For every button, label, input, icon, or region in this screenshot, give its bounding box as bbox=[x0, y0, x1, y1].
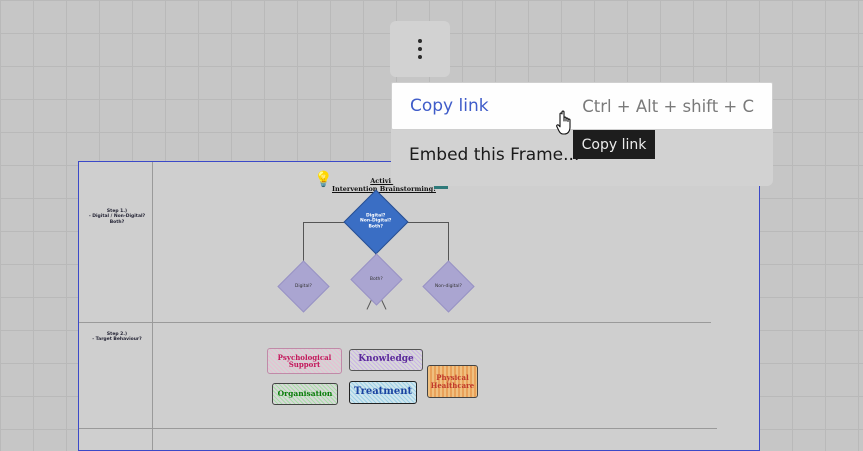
tag-physical-healthcare[interactable]: Physical Healthcare bbox=[427, 365, 478, 398]
decision-diamond-digital[interactable]: Digital? bbox=[277, 260, 330, 313]
decision-diamond-nondigital[interactable]: Non-digital? bbox=[422, 260, 475, 313]
decision-diamond-main-text: Digital? Non-Digital? Both? bbox=[360, 213, 392, 230]
menu-item-embed-frame[interactable]: Embed this Frame... bbox=[391, 134, 773, 176]
decision-diamond-both[interactable]: Both? bbox=[350, 253, 403, 306]
menu-item-label: Copy link bbox=[410, 96, 489, 116]
frame-row-divider bbox=[79, 322, 711, 323]
teal-sticker bbox=[434, 184, 448, 189]
frame-row-divider-2 bbox=[79, 428, 717, 429]
connector-line bbox=[303, 222, 355, 223]
hand-cursor-icon bbox=[556, 110, 571, 135]
menu-item-shortcut: Ctrl + Alt + shift + C bbox=[582, 96, 754, 116]
more-vertical-icon bbox=[418, 39, 422, 59]
tag-psychological-support[interactable]: Psychological Support bbox=[267, 348, 342, 374]
frame-column-divider bbox=[152, 162, 153, 450]
lightbulb-icon: 💡 bbox=[314, 170, 333, 188]
decision-diamond-digital-text: Digital? bbox=[295, 283, 312, 289]
menu-item-label: Embed this Frame... bbox=[409, 145, 580, 165]
tag-organisation[interactable]: Organisation bbox=[272, 383, 338, 405]
activity-title: Activity Intervention Brainstorming! bbox=[332, 177, 436, 194]
more-options-button[interactable] bbox=[390, 21, 450, 77]
board-frame[interactable]: Step 1.) - Digital / Non-Digital? Both? … bbox=[78, 161, 760, 451]
tag-treatment[interactable]: Treatment bbox=[349, 381, 417, 404]
decision-diamond-nondigital-text: Non-digital? bbox=[435, 283, 462, 289]
step2-label: Step 2.) - Target Behaviour? bbox=[92, 332, 142, 343]
decision-diamond-main[interactable]: Digital? Non-Digital? Both? bbox=[343, 189, 409, 255]
connector-line bbox=[397, 222, 449, 223]
connector-line bbox=[303, 222, 304, 268]
step1-label: Step 1.) - Digital / Non-Digital? Both? bbox=[88, 209, 146, 225]
decision-diamond-both-text: Both? bbox=[370, 276, 383, 282]
connector-line bbox=[448, 222, 449, 268]
tooltip: Copy link bbox=[573, 130, 655, 159]
menu-item-copy-link[interactable]: Copy link Ctrl + Alt + shift + C bbox=[391, 82, 773, 130]
tag-knowledge[interactable]: Knowledge bbox=[349, 349, 423, 371]
